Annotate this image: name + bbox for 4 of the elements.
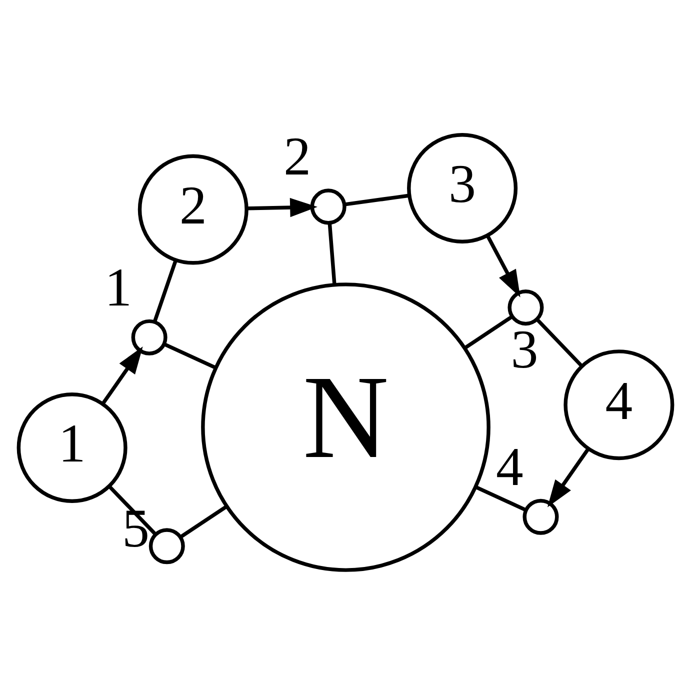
node-label: 3 [510, 318, 538, 379]
node-label: 1 [104, 256, 132, 317]
node-label: 2 [284, 125, 311, 186]
node-label: 4 [496, 435, 524, 496]
